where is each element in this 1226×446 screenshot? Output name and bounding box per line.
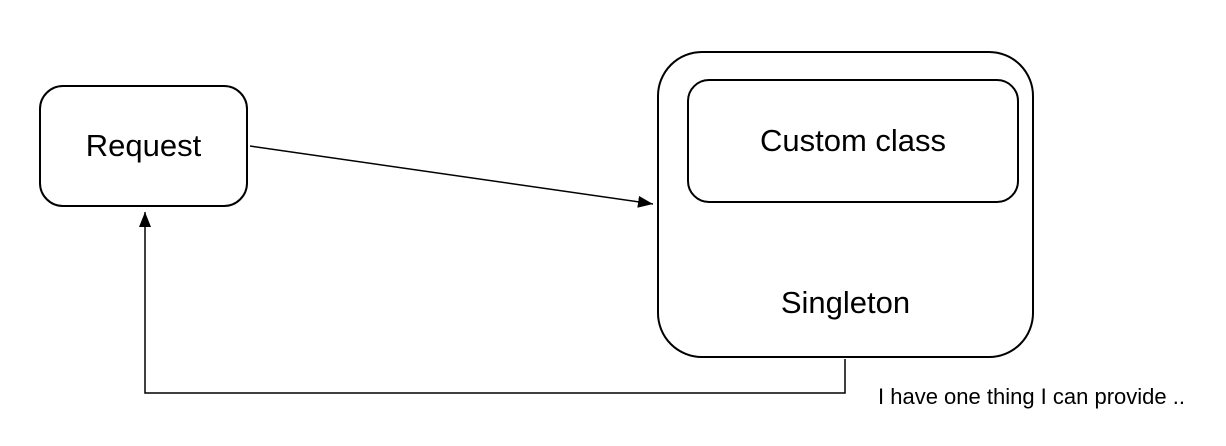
singleton-box: Custom class Singleton	[657, 51, 1034, 358]
custom-class-box: Custom class	[687, 79, 1019, 203]
arrow-request-to-singleton	[249, 145, 654, 208]
request-label: Request	[85, 128, 202, 163]
request-box: Request	[39, 85, 248, 207]
custom-class-label: Custom class	[759, 123, 947, 158]
caption-text: I have one thing I can provide ..	[878, 384, 1185, 409]
singleton-label: Singleton	[780, 285, 911, 320]
